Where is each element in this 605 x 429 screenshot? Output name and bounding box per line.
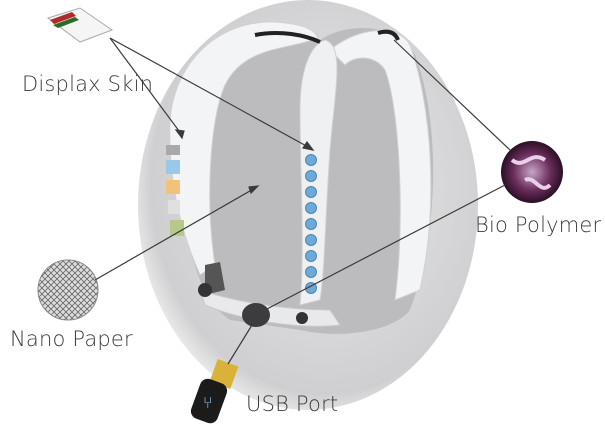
displax-skin-sample	[46, 7, 114, 43]
control-button	[242, 303, 270, 327]
led-indicator	[305, 250, 317, 262]
led-indicator	[305, 154, 317, 166]
led-indicator	[305, 234, 317, 246]
device-body	[166, 21, 434, 334]
label-bio-polymer: Bio Polymer	[475, 213, 602, 237]
svg-text:⑂: ⑂	[203, 393, 213, 412]
label-displax-skin: Displax Skin	[22, 72, 154, 96]
led-indicator	[305, 218, 317, 230]
led-indicator	[305, 186, 317, 198]
nano-paper-sample	[37, 259, 99, 321]
usb-stick: ⑂	[190, 358, 239, 424]
led-indicator	[305, 266, 317, 278]
led-indicators	[305, 154, 317, 294]
bio-polymer-sample	[501, 141, 563, 203]
label-nano-paper: Nano Paper	[10, 327, 133, 351]
led-indicator	[305, 202, 317, 214]
led-indicator	[305, 170, 317, 182]
label-usb-port: USB Port	[246, 392, 339, 416]
callout-lines	[94, 37, 511, 365]
